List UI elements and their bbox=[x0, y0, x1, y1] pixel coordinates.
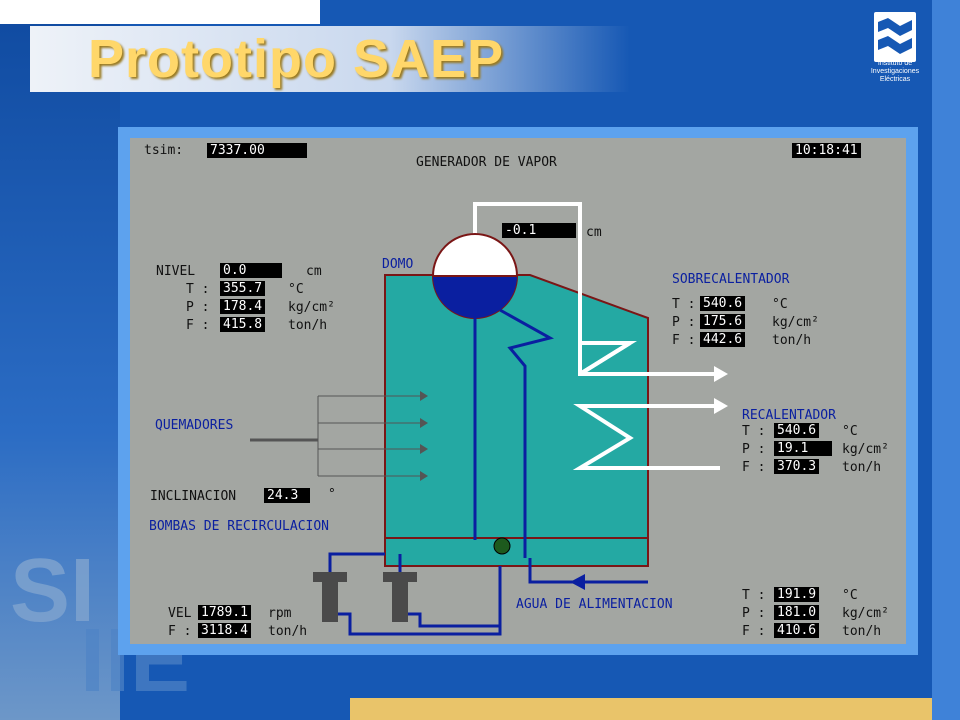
bomba-f-unit: ton/h bbox=[268, 624, 308, 639]
slide-bottom-bar bbox=[350, 698, 932, 720]
title-strip bbox=[30, 26, 630, 92]
reheater-line bbox=[572, 404, 720, 470]
bomba-vel-value: 1789.1 bbox=[198, 605, 251, 620]
reca-p-label: P : bbox=[742, 442, 766, 457]
nivel-label: NIVEL bbox=[156, 264, 196, 279]
recirculation-pump-2-icon bbox=[383, 572, 417, 622]
tsim-label: tsim: bbox=[144, 143, 184, 158]
domo-t-value: 355.7 bbox=[220, 281, 266, 296]
recirculation-pipe bbox=[328, 552, 385, 574]
sobre-f-value: 442.6 bbox=[700, 332, 746, 347]
inclinacion-label: INCLINACION bbox=[150, 489, 237, 504]
bombas-label: BOMBAS DE RECIRCULACION bbox=[149, 519, 330, 534]
domo-label: DOMO bbox=[382, 257, 414, 272]
recirculation-pump-1-icon bbox=[313, 572, 347, 622]
bomba-f-label: F : bbox=[168, 624, 192, 639]
nivel-value: 0.0 bbox=[220, 263, 282, 278]
agua-p-label: P : bbox=[742, 606, 766, 621]
sobre-f-unit: ton/h bbox=[772, 333, 812, 348]
agua-p-unit: kg/cm² bbox=[842, 606, 889, 621]
quemadores-label: QUEMADORES bbox=[155, 418, 234, 433]
domo-p-label: P : bbox=[186, 300, 210, 315]
sobrecalentador-title: SOBRECALENTADOR bbox=[672, 272, 790, 287]
domo-t-label: T : bbox=[186, 282, 210, 297]
feedwater-arrow-icon bbox=[570, 574, 585, 590]
domo-f-label: F : bbox=[186, 318, 210, 333]
slide-left-band bbox=[0, 0, 120, 720]
reca-t-label: T : bbox=[742, 424, 766, 439]
sobre-t-value: 540.6 bbox=[700, 296, 746, 311]
recirculation-valve-icon bbox=[493, 537, 511, 555]
drum-level-unit: cm bbox=[586, 225, 602, 240]
sobre-f-label: F : bbox=[672, 333, 696, 348]
domo-p-value: 178.4 bbox=[220, 299, 266, 314]
screen-title: GENERADOR DE VAPOR bbox=[416, 155, 557, 170]
decor-si-text: SI bbox=[10, 541, 96, 641]
inclinacion-unit: ° bbox=[328, 487, 336, 502]
agua-label: AGUA DE ALIMENTACION bbox=[516, 597, 673, 612]
sobre-p-value: 175.6 bbox=[700, 314, 746, 329]
simulator-screen: tsim: 7337.00 10:18:41 GENERADOR DE VAPO… bbox=[130, 138, 906, 644]
domo-f-value: 415.8 bbox=[220, 317, 266, 332]
domo-p-unit: kg/cm² bbox=[288, 300, 335, 315]
iie-logo-icon bbox=[874, 12, 916, 62]
inclinacion-value: 24.3 bbox=[264, 488, 310, 503]
steam-line bbox=[473, 202, 720, 376]
logo-line-1: Instituto de bbox=[877, 60, 913, 67]
agua-t-unit: °C bbox=[842, 588, 858, 603]
agua-t-label: T : bbox=[742, 588, 766, 603]
agua-t-value: 191.9 bbox=[774, 587, 820, 602]
feedwater-pipe bbox=[528, 558, 648, 584]
reheater-arrow-icon bbox=[714, 398, 728, 414]
burner-lines bbox=[318, 391, 428, 481]
reca-t-value: 540.6 bbox=[774, 423, 820, 438]
clock-value: 10:18:41 bbox=[792, 143, 861, 158]
agua-p-value: 181.0 bbox=[774, 605, 820, 620]
logo-line-2: Investigaciones bbox=[870, 68, 920, 75]
logo-line-3: Eléctricas bbox=[879, 76, 911, 83]
superheater-arrow-icon bbox=[714, 366, 728, 382]
domo-t-unit: °C bbox=[288, 282, 304, 297]
slide-right-band bbox=[932, 0, 960, 720]
drum-water bbox=[433, 276, 517, 318]
pump-discharge-2 bbox=[400, 612, 500, 628]
drum-level-value: -0.1 bbox=[502, 223, 576, 238]
pump-discharge-1 bbox=[330, 566, 502, 636]
boiler-diagram bbox=[250, 202, 728, 636]
agua-f-value: 410.6 bbox=[774, 623, 820, 638]
reca-t-unit: °C bbox=[842, 424, 858, 439]
reca-f-label: F : bbox=[742, 460, 766, 475]
bomba-vel-label: VEL bbox=[168, 606, 192, 621]
nivel-unit: cm bbox=[306, 264, 322, 279]
reca-f-unit: ton/h bbox=[842, 460, 882, 475]
sobre-p-unit: kg/cm² bbox=[772, 315, 819, 330]
sobre-p-label: P : bbox=[672, 315, 696, 330]
sobre-t-label: T : bbox=[672, 297, 696, 312]
slide-title: Prototipo SAEP bbox=[88, 29, 504, 89]
agua-f-unit: ton/h bbox=[842, 624, 882, 639]
reca-p-value: 19.1 bbox=[774, 441, 832, 456]
boiler-body bbox=[384, 274, 649, 567]
domo-f-unit: ton/h bbox=[288, 318, 328, 333]
tsim-value: 7337.00 bbox=[207, 143, 307, 158]
reca-p-unit: kg/cm² bbox=[842, 442, 889, 457]
recalentador-title: RECALENTADOR bbox=[742, 408, 836, 423]
agua-f-label: F : bbox=[742, 624, 766, 639]
bomba-vel-unit: rpm bbox=[268, 606, 292, 621]
bomba-f-value: 3118.4 bbox=[198, 623, 251, 638]
slide-top-bar bbox=[0, 0, 320, 24]
reca-f-value: 370.3 bbox=[774, 459, 820, 474]
logo-caption: Instituto de Investigaciones Eléctricas bbox=[858, 60, 932, 84]
superheater-coil-2 bbox=[578, 341, 638, 376]
sobre-t-unit: °C bbox=[772, 297, 788, 312]
riser-pipe bbox=[499, 308, 555, 558]
